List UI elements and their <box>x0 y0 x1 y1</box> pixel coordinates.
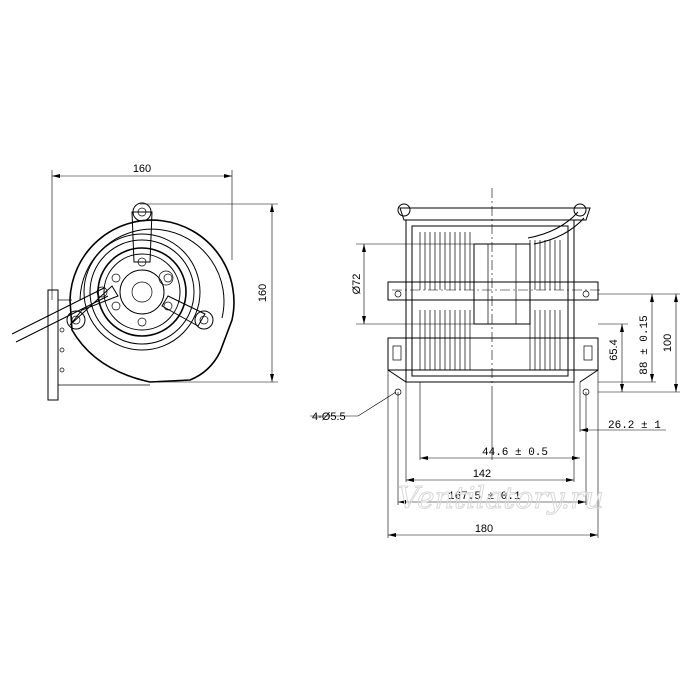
dim-65-4: 65.4 <box>608 339 620 360</box>
watermark-text: Ventilatory.ru <box>398 481 604 516</box>
dim-44-6: 44.6 ± 0.5 <box>482 447 548 459</box>
front-height-label: 160 <box>257 284 269 302</box>
front-view: 160 160 <box>11 163 278 401</box>
motor-diameter-label: Ø72 <box>351 274 363 295</box>
dim-167-5: 167.5 ± 0.1 <box>448 491 521 503</box>
impeller-blades <box>419 232 561 370</box>
dim-180: 180 <box>475 523 493 535</box>
holes-label: 4-Ø5.5 <box>312 411 346 423</box>
side-view: Ø72 4-Ø5.5 65.4 88 ± 0.15 100 <box>310 188 680 538</box>
dim-26-2: 26.2 ± 1 <box>608 420 661 432</box>
dim-142: 142 <box>473 468 491 480</box>
front-width-label: 160 <box>133 163 151 175</box>
dim-100: 100 <box>662 334 674 352</box>
dim-88: 88 ± 0.15 <box>639 315 651 374</box>
